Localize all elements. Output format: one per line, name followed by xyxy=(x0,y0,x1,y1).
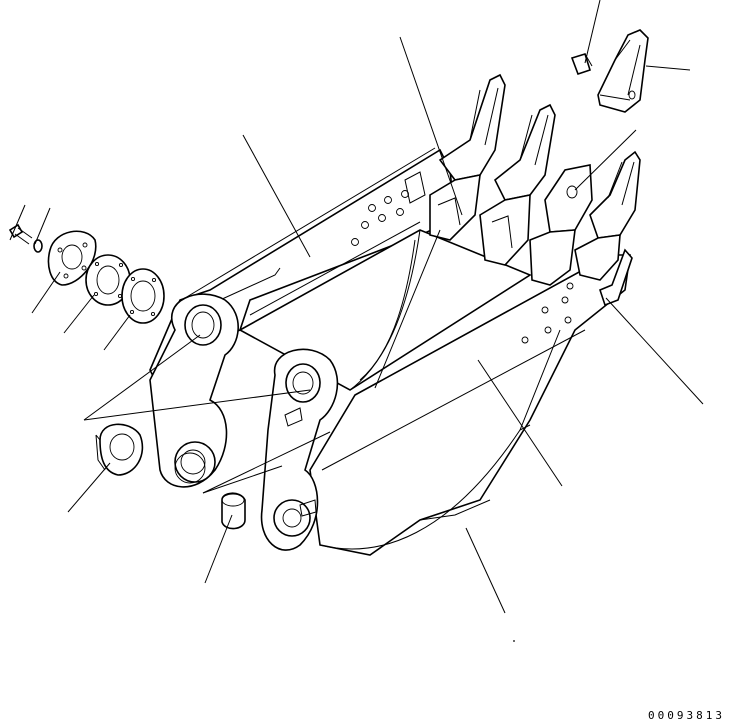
bucket-teeth xyxy=(429,73,641,286)
bushing-flanged xyxy=(95,423,144,476)
bushing xyxy=(221,492,246,530)
leader-lines xyxy=(9,0,704,614)
tooth-pin xyxy=(570,53,593,76)
dot-mark xyxy=(513,640,515,642)
bolt xyxy=(8,223,33,245)
shim-2 xyxy=(121,268,165,324)
exploded-tooth xyxy=(597,29,649,113)
washer xyxy=(33,239,43,253)
tooth-2 xyxy=(479,103,556,266)
tooth-adapter xyxy=(529,164,593,286)
pin-bracket-left xyxy=(149,293,239,488)
tooth-4 xyxy=(574,150,641,281)
drawing-code: 00093813 xyxy=(648,709,725,722)
side-cutter xyxy=(599,248,633,307)
tooth-1 xyxy=(429,73,506,241)
